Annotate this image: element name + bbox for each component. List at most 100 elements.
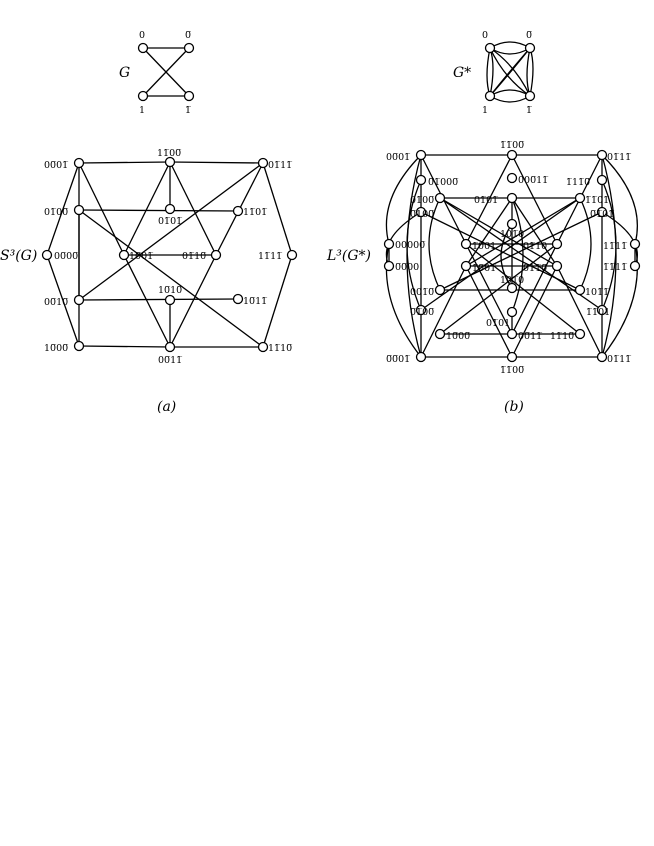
panel-b-vertex (434, 284, 446, 296)
panel-a-vertex-label: 11̅01̅ (243, 207, 267, 218)
panel-a-vertex-label: 10̅00̅ (44, 343, 68, 354)
caption-a: (a) (157, 399, 176, 415)
panel-a-vertex-label: 00̅10̅ (44, 297, 68, 308)
graph-gstar-vertex (524, 42, 536, 54)
graph-g-vertex-label: 1 (139, 105, 145, 116)
panel-b-vertex-label: 11̅10̅ (550, 331, 574, 342)
panel-b-vertex (551, 260, 563, 272)
panel-a-vertex (164, 156, 176, 168)
panel-b-vertex (629, 260, 641, 272)
panel-b-vertex (506, 172, 518, 184)
panel-b-vertex-label: 1̅1̅11̅ (603, 262, 627, 273)
panel-a-vertex-label: 01̅01̅ (158, 216, 182, 227)
panel-b-edge (511, 243, 558, 335)
graph-gstar-vertex (484, 90, 496, 102)
panel-a-edge (78, 345, 171, 348)
graph-g-vertex-label: 0 (139, 30, 145, 41)
graph-gstar-vertex-label: 1 (482, 105, 488, 116)
panel-a-edge (262, 254, 293, 348)
panel-b-vertex (506, 282, 518, 294)
panel-a-vertex (118, 249, 130, 261)
panel-b-edge (511, 197, 524, 313)
graph-gstar-edge (486, 47, 491, 97)
panel-b-vertex (434, 328, 446, 340)
panel-b-edge (465, 243, 513, 335)
panel-b-vertex (415, 174, 427, 186)
panel-a-vertex (210, 249, 222, 261)
panel-a-vertex-label: 00̅01̅ (44, 160, 68, 171)
edges-panel-a (46, 47, 293, 348)
panel-a-vertex (257, 157, 269, 169)
panel-a-edge (78, 162, 125, 256)
graph-g-label: G (119, 65, 130, 81)
panel-b-name: L³(G*) (326, 248, 371, 264)
panel-b-edge (601, 211, 638, 267)
panel-a-vertex (73, 157, 85, 169)
panel-b-vertex (383, 260, 395, 272)
panel-b-vertex-label: 101̅0 (500, 229, 524, 240)
panel-a-vertex (286, 249, 298, 261)
panel-b-vertex-label: 01̅11̅ (607, 152, 631, 163)
panel-a-edge (46, 254, 80, 347)
graph-gstar-vertex-label: 0 (482, 30, 488, 41)
panel-b-vertex (506, 149, 518, 161)
panel-b-edge (465, 243, 581, 335)
panel-b-vertex (551, 238, 563, 250)
graph-gstar-vertex (484, 42, 496, 54)
panel-a-vertex-label: 11̅00̅ (157, 148, 181, 159)
panel-b-vertex (629, 238, 641, 250)
panel-b-vertex-label: 1̅0̅01̅ (472, 263, 496, 274)
panel-b-edge (465, 197, 581, 267)
panel-a-edge (78, 161, 171, 164)
graph-gstar-vertex-label: 0̅ (526, 30, 532, 41)
graph-gstar-edge (489, 47, 494, 97)
panel-a-name: S³(G) (0, 248, 37, 264)
panel-b-vertex-label: 0̅0̅00 (395, 262, 419, 273)
graph-g-vertex-label: 0̅ (185, 30, 191, 41)
panel-a-edge (123, 254, 171, 348)
panel-b-edge (601, 154, 638, 245)
panel-b-vertex-label: 101̅1̅ (585, 287, 609, 298)
panel-b-vertex-label: 1̅1̅01̅ (585, 195, 609, 206)
graph-gstar-edge (526, 47, 531, 97)
panel-a-vertex (164, 341, 176, 353)
graph-gstar-vertex (524, 90, 536, 102)
panel-b-vertex-label: 1̅1̅00̅ (500, 365, 524, 376)
panel-a-edge (169, 161, 217, 256)
panel-a-vertex-label: 10̅11̅ (243, 296, 267, 307)
graph-gstar-edge (489, 47, 531, 97)
panel-b-vertex-label: 00̅11̅ (518, 331, 542, 342)
panel-a-edge (169, 161, 264, 164)
panel-b-vertex-label: 0̅1̅000̅ (428, 177, 458, 188)
caption-b: (b) (504, 399, 524, 415)
panel-b-vertex (506, 218, 518, 230)
graph-g-vertex (183, 42, 195, 54)
panel-b-edge (465, 154, 513, 245)
graph-gstar-label: G* (453, 65, 471, 81)
panel-a-vertex-label: 11̅10̅ (268, 343, 292, 354)
panel-a-edge (78, 162, 264, 301)
panel-b-vertex-label: 00̅01̅ (386, 152, 410, 163)
panel-b-vertex (460, 238, 472, 250)
panel-b-edge (406, 179, 422, 311)
panel-a-edge (123, 161, 171, 256)
panel-b-edge (439, 197, 603, 311)
panel-b-vertex (415, 304, 427, 316)
panel-b-vertex-label: 01̅01 (486, 318, 510, 329)
panel-a-edge (78, 209, 239, 212)
panel-b-edge (511, 154, 558, 245)
panel-a-edge (78, 209, 264, 348)
panel-b-edge (439, 243, 558, 335)
panel-a-vertex-label: 11̅11̅ (258, 251, 282, 262)
graph-gstar-edge (529, 47, 534, 97)
panel-a-vertex (73, 204, 85, 216)
panel-b-vertex (596, 174, 608, 186)
graph-gstar-edge (489, 41, 531, 49)
panel-b-vertex-label: 0̅11̅0̅ (523, 263, 547, 274)
panel-b-edge (556, 265, 603, 358)
panel-b-vertex (506, 351, 518, 363)
panel-b-vertex-label: 0̅0̅01̅ (386, 354, 410, 365)
panel-b-vertex (434, 192, 446, 204)
